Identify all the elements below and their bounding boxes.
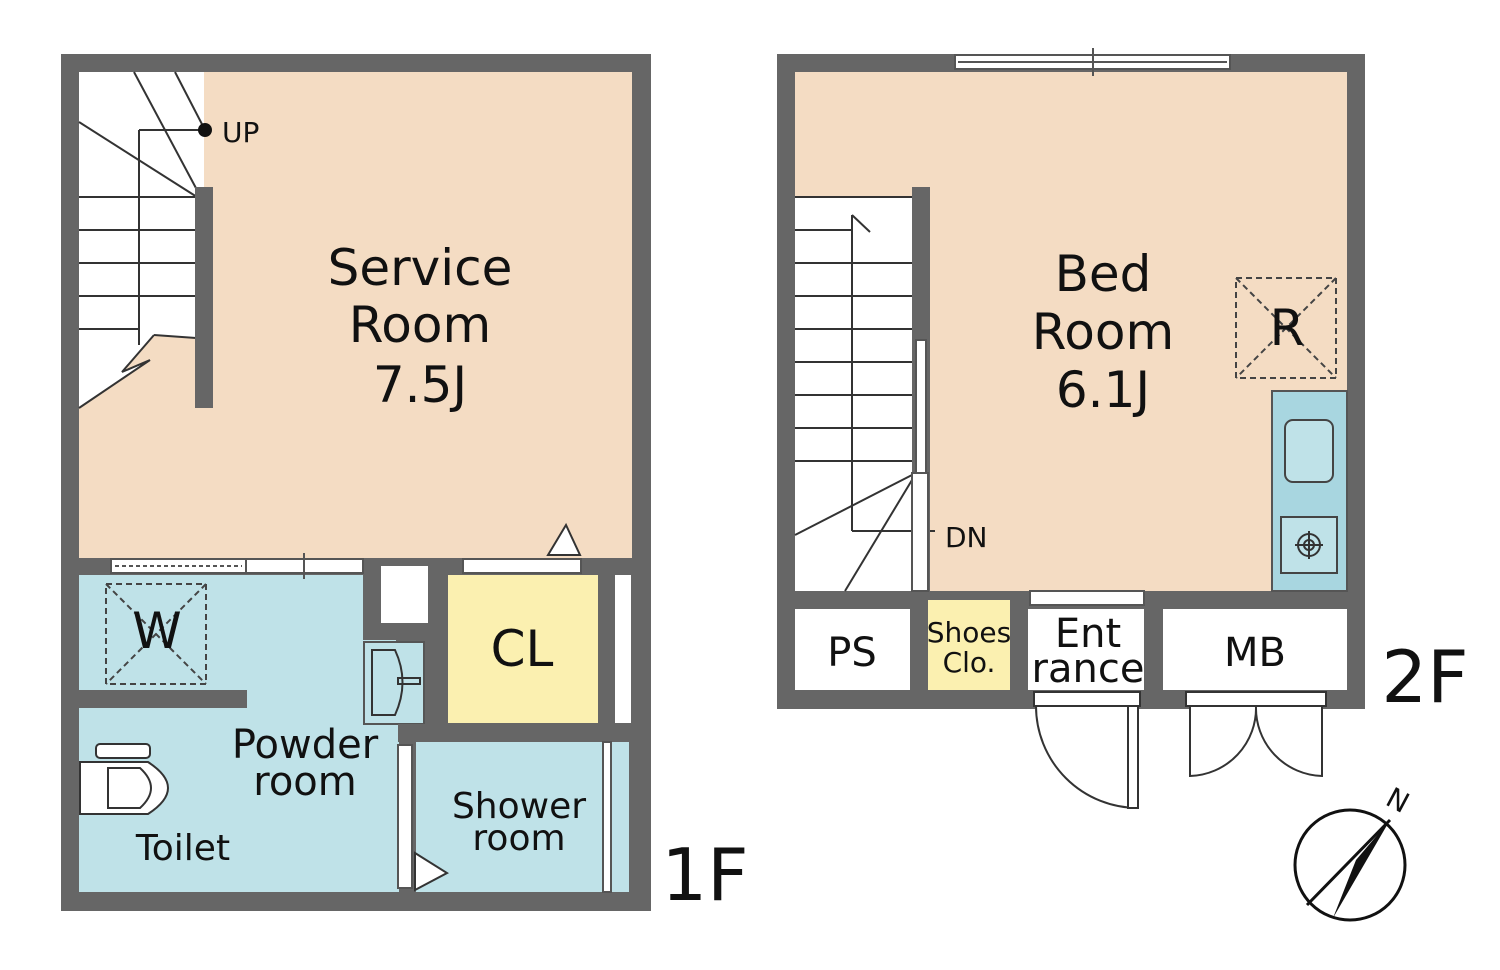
pipe-space-1f bbox=[615, 575, 631, 723]
fridge-label: R bbox=[1270, 299, 1305, 357]
compass-needle-icon bbox=[1333, 820, 1390, 918]
closet-label: CL bbox=[491, 620, 554, 678]
north-compass: N bbox=[1293, 781, 1415, 922]
entrance-label-line2: rance bbox=[1032, 646, 1145, 692]
closet-door-arrow bbox=[546, 522, 582, 556]
sink-bowl-icon bbox=[371, 649, 404, 716]
powder-room-label-line1: Powder bbox=[232, 722, 379, 768]
stair-up-label: UP bbox=[222, 116, 259, 149]
faucet-icon bbox=[397, 677, 421, 685]
kitchen-sink-icon bbox=[1284, 419, 1334, 483]
compass-ring bbox=[1293, 808, 1407, 922]
floor-1: UP Service Room 7.5J CL bbox=[61, 54, 749, 917]
stair-down-label: DN bbox=[945, 521, 988, 554]
ps-room-floor bbox=[795, 609, 910, 690]
entrance-floor bbox=[1028, 609, 1144, 690]
shower-room-label-line2: room bbox=[472, 818, 565, 859]
toilet-label: Toilet bbox=[135, 828, 230, 869]
washer-label: W bbox=[132, 602, 181, 660]
wall-shower-top bbox=[398, 724, 631, 742]
floor-1-label: 1F bbox=[661, 833, 748, 917]
floor-2-label: 2F bbox=[1381, 635, 1468, 719]
closet-floor bbox=[448, 575, 598, 723]
mb-label: MB bbox=[1224, 630, 1286, 676]
stair-wall-1f bbox=[195, 187, 213, 408]
wall-shower-right bbox=[602, 741, 612, 893]
up-marker bbox=[198, 123, 212, 137]
washer-cross-b bbox=[105, 583, 207, 685]
shower-door bbox=[397, 744, 413, 889]
stair-rail-2f-lower bbox=[911, 472, 929, 592]
stair-treads-1f bbox=[78, 71, 206, 409]
closet-door bbox=[462, 558, 582, 574]
shoes-closet-floor bbox=[928, 600, 1010, 690]
shoes-closet-label-line2: Clo. bbox=[943, 646, 996, 679]
compass-needle-line bbox=[1305, 818, 1392, 907]
washer-outline bbox=[105, 583, 207, 685]
shoes-closet-label-line1: Shoes bbox=[927, 616, 1011, 649]
compass-north-label: N bbox=[1381, 781, 1415, 820]
stair-break-1f bbox=[79, 335, 196, 408]
fridge-outline bbox=[1235, 277, 1337, 379]
wall-washer-powder bbox=[79, 690, 247, 708]
ps-label: PS bbox=[827, 630, 877, 676]
mb-room-floor bbox=[1163, 609, 1347, 690]
mb-double-door-swing bbox=[1185, 691, 1327, 778]
stair-rail-2f bbox=[915, 339, 927, 474]
entrance-label-line1: Ent bbox=[1055, 611, 1121, 657]
powder-room-label-line2: room bbox=[253, 759, 356, 805]
floor-2: DN Bed Room 6.1J R PS Shoes Clo. Ent ran… bbox=[777, 48, 1469, 810]
bed-room-size: 6.1J bbox=[1056, 361, 1150, 419]
hall-niche bbox=[381, 566, 428, 623]
toilet-icon bbox=[79, 743, 169, 815]
entrance-door-swing bbox=[1033, 691, 1141, 810]
service-room-size: 7.5J bbox=[373, 356, 467, 414]
bed-room-label-line1: Bed bbox=[1055, 245, 1152, 303]
service-room-label-line2: Room bbox=[349, 296, 491, 354]
stove-burner-icon bbox=[1295, 531, 1323, 559]
bed-room-label-line2: Room bbox=[1032, 303, 1174, 361]
shower-room-floor bbox=[416, 742, 629, 892]
stair-treads-2f bbox=[794, 196, 935, 592]
shower-room-label-line1: Shower bbox=[452, 786, 586, 827]
service-room-label-line1: Service bbox=[328, 239, 513, 297]
entrance-step bbox=[1029, 590, 1145, 606]
shower-door-arrow bbox=[414, 851, 449, 892]
fridge-cross-b bbox=[1235, 277, 1337, 379]
